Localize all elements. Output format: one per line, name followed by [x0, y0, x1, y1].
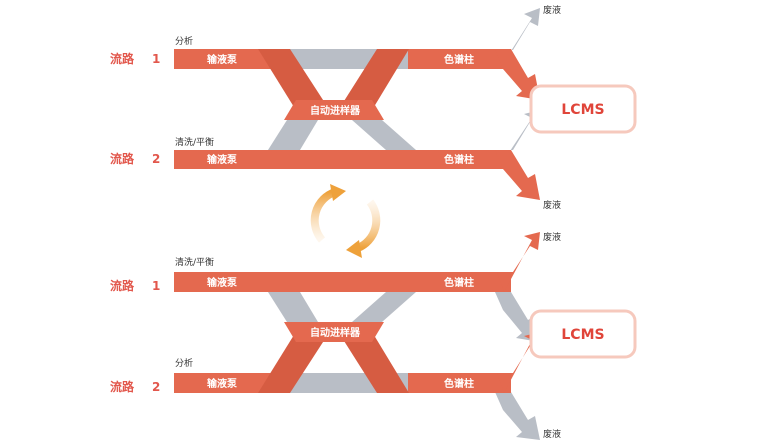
flow-number-2: 2 [152, 380, 160, 394]
flow-label-1: 流路 [110, 278, 135, 293]
flow-number-1: 1 [152, 279, 160, 293]
mode-row2: 清洗/平衡 [175, 136, 214, 148]
lcms-label: LCMS [561, 102, 604, 118]
inactive-link-right [352, 292, 416, 322]
lcms-arrow-row2 [497, 110, 540, 160]
pump-row2: 输液泵 [207, 377, 238, 390]
panel-2: 流路 1 流路 2 清洗/平衡 分析 输液泵 色谱柱 输液泵 色谱柱 自动进样器… [110, 231, 637, 440]
waste-arrow-row2 [495, 150, 540, 200]
autosampler-label: 自动进样器 [310, 104, 361, 117]
waste-label-top: 废液 [543, 4, 561, 16]
flow-number-2: 2 [152, 152, 160, 166]
inactive-link-left [268, 120, 318, 150]
mode-row1: 分析 [175, 35, 193, 47]
pump-row1: 输液泵 [207, 276, 238, 289]
waste-arrow-row1 [497, 232, 540, 292]
autosampler-block [284, 322, 384, 342]
waste-label-bottom: 废液 [543, 199, 561, 211]
lcms-arrow-row2 [497, 332, 540, 393]
waste-label-top: 废液 [543, 231, 561, 243]
flow-label-2: 流路 [110, 379, 135, 394]
lcms-arrow-row1 [495, 292, 540, 342]
column-row2: 色谱柱 [444, 377, 474, 390]
column-row2: 色谱柱 [444, 153, 474, 166]
flow-number-1: 1 [152, 52, 160, 66]
column-row1: 色谱柱 [444, 53, 474, 66]
lcms-arrow-row1 [495, 49, 540, 100]
mode-row1: 清洗/平衡 [175, 256, 214, 268]
lcms-label: LCMS [561, 327, 604, 343]
column-row1: 色谱柱 [444, 276, 474, 289]
flow-path-row2 [174, 150, 511, 169]
flow-label-2: 流路 [110, 151, 135, 166]
autosampler-label: 自动进样器 [310, 326, 361, 339]
waste-arrow-row2 [495, 392, 540, 440]
cycle-arrows-icon [310, 184, 381, 258]
panel-1: 流路 1 流路 2 分析 清洗/平衡 输液泵 色谱柱 输液泵 色谱柱 自动进样器… [110, 4, 637, 211]
mode-row2: 分析 [175, 357, 193, 369]
lcms-box [529, 309, 637, 359]
inactive-link-left [268, 292, 318, 322]
inactive-link-right [352, 120, 416, 150]
pump-row1: 输液泵 [207, 53, 238, 66]
pump-row2: 输液泵 [207, 153, 238, 166]
waste-label-bottom: 废液 [543, 428, 561, 440]
flow-label-1: 流路 [110, 51, 135, 66]
lcms-box [529, 84, 637, 134]
autosampler-block [284, 100, 384, 120]
flow-path-row1 [174, 272, 511, 292]
